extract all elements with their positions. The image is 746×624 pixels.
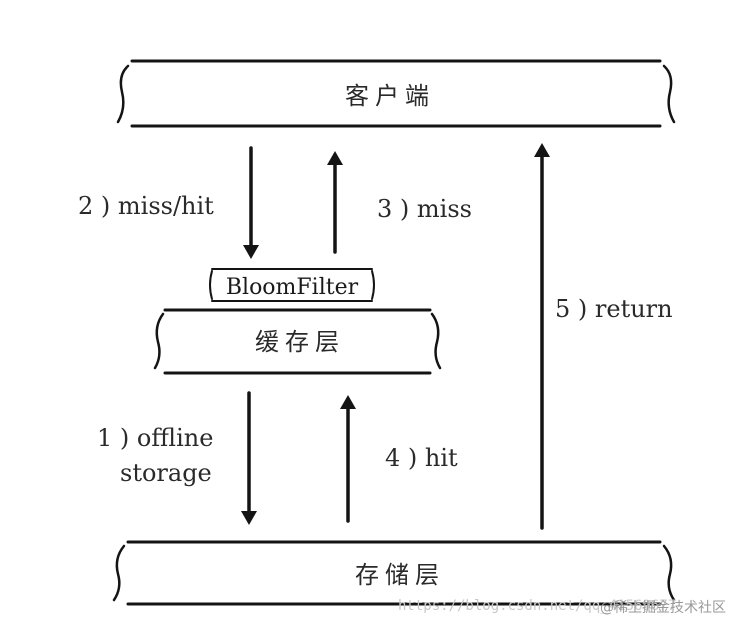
cache-box-right-bracket	[430, 312, 442, 370]
bloomfilter-box-right-bracket	[371, 270, 375, 300]
step2-label: 2 ) miss/hit	[78, 192, 214, 220]
storage-box-right-bracket	[662, 544, 676, 602]
bloomfilter-box-label: BloomFilter	[226, 275, 359, 300]
step5-label: 5 ) return	[555, 295, 673, 323]
client-box: 客户端	[116, 59, 676, 128]
bloomfilter-box-left-bracket	[209, 270, 213, 300]
client-box-right-bracket	[662, 64, 676, 124]
cache-box: 缓存层	[153, 308, 442, 375]
cache-box-left-bracket	[153, 312, 165, 370]
watermark-url: https://blog.csdn.net/qq_41569677	[398, 598, 676, 614]
step1-label-line1: 1 ) offline	[97, 424, 213, 452]
client-box-label: 客户端	[345, 82, 435, 110]
storage-box-left-bracket	[112, 544, 126, 602]
step3-label: 3 ) miss	[377, 195, 472, 223]
storage-box: 存储层	[112, 540, 676, 606]
step4-label: 4 ) hit	[385, 444, 458, 472]
step1-label-line2: storage	[120, 459, 212, 487]
cache-box-label: 缓存层	[255, 328, 345, 356]
storage-box-label: 存储层	[355, 561, 445, 589]
bloomfilter-box: BloomFilter	[209, 268, 375, 302]
watermark-site: @稀土掘金技术社区	[600, 600, 726, 616]
client-box-left-bracket	[116, 64, 130, 124]
